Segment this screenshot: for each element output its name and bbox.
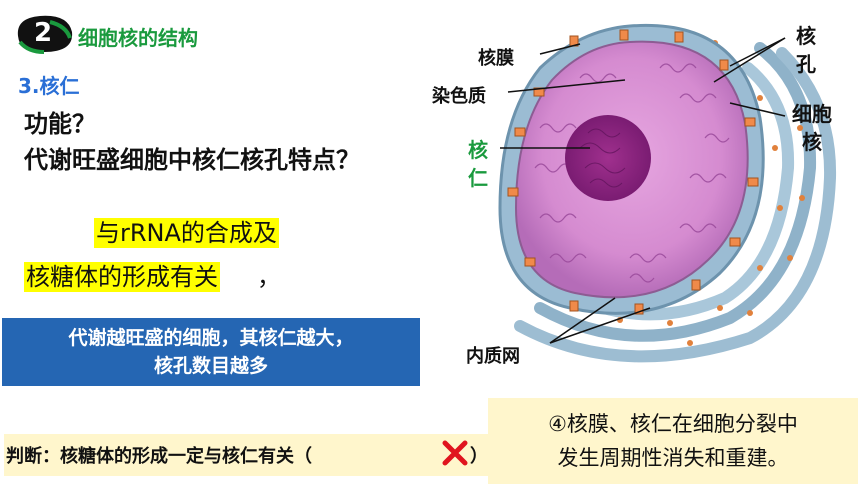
section-title: 细胞核的结构 bbox=[78, 26, 198, 50]
label-nucleus-line-2: 核 bbox=[802, 130, 822, 154]
section-number-badge: 2 bbox=[14, 12, 76, 56]
answer-line-2: 核糖体的形成有关 bbox=[24, 262, 220, 292]
red-cross-icon bbox=[440, 438, 470, 468]
answer-line-2-suffix: ， bbox=[257, 263, 281, 291]
answer-line-1: 与rRNA的合成及 bbox=[94, 218, 279, 248]
subsection-title: 3.核仁 bbox=[18, 74, 80, 98]
section-number: 2 bbox=[34, 18, 53, 48]
label-er: 内质网 bbox=[466, 346, 520, 367]
label-nucleolus-char-2: 仁 bbox=[468, 166, 488, 190]
label-nuclear-pore-char-1: 核 bbox=[796, 24, 816, 48]
judgement-background bbox=[4, 434, 492, 476]
label-nuclear-pore: 核 孔 bbox=[796, 22, 816, 78]
label-nuclear-membrane: 核膜 bbox=[478, 48, 514, 69]
label-nucleus: 细胞 核 bbox=[792, 100, 832, 156]
judgement-close-paren: ） bbox=[470, 446, 488, 467]
label-nucleus-line-1: 细胞 bbox=[792, 102, 832, 126]
label-nucleolus-char-1: 核 bbox=[468, 138, 488, 162]
judgement-statement: 判断：核糖体的形成一定与核仁有关（ bbox=[6, 446, 312, 467]
label-nuclear-pore-char-2: 孔 bbox=[796, 52, 816, 76]
nucleolus bbox=[565, 115, 651, 201]
label-nucleolus: 核 仁 bbox=[468, 136, 488, 192]
conclusion-line-2: 核孔数目越多 bbox=[153, 355, 268, 377]
question-function: 功能？ bbox=[24, 110, 96, 138]
chromatin-fibers bbox=[534, 63, 730, 283]
nuclear-pores bbox=[507, 29, 759, 315]
note-box: ④核膜、核仁在细胞分裂中 发生周期性消失和重建。 bbox=[488, 398, 858, 484]
question-features: 代谢旺盛细胞中核仁核孔特点？ bbox=[24, 146, 360, 174]
conclusion-box: 代谢越旺盛的细胞，其核仁越大， 核孔数目越多 bbox=[2, 318, 420, 386]
note-line-1: ④核膜、核仁在细胞分裂中 bbox=[548, 412, 798, 436]
nucleus-diagram bbox=[430, 8, 860, 388]
label-chromatin: 染色质 bbox=[432, 86, 486, 107]
conclusion-line-1: 代谢越旺盛的细胞，其核仁越大， bbox=[68, 327, 354, 349]
note-line-2: 发生周期性消失和重建。 bbox=[557, 446, 789, 470]
